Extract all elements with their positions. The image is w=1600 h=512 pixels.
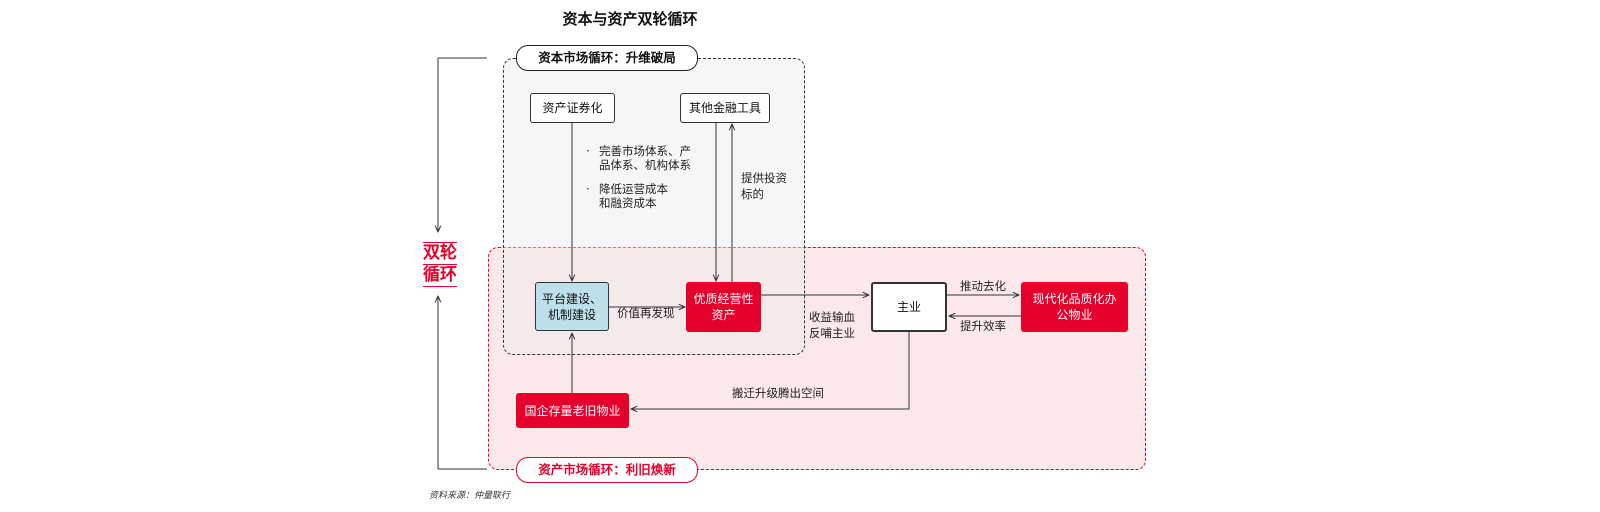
main-business-box: 主业 xyxy=(871,282,947,332)
source-note: 资料来源：仲量联行 xyxy=(429,491,511,501)
modern-office-property-label: 现代化品质化办公物业 xyxy=(1032,292,1117,322)
dual-loop-label-line-2: 循环 xyxy=(423,265,457,287)
capital-loop-bullets: 完善市场体系、产品体系、机构体系 降低运营成本和融资成本 xyxy=(586,144,695,220)
quality-operating-assets-box: 优质经营性资产 xyxy=(686,282,761,332)
platform-mechanism-label: 平台建设、机制建设 xyxy=(541,291,602,322)
diagram-title: 资本与资产双轮循环 xyxy=(562,10,698,28)
dual-loop-label: 双轮 循环 xyxy=(419,242,461,287)
quality-operating-assets-label: 优质经营性资产 xyxy=(693,292,754,322)
bullet-item: 完善市场体系、产品体系、机构体系 xyxy=(586,144,695,172)
bullet-text: 降低运营成本和融资成本 xyxy=(599,182,668,210)
promote-absorption-label: 推动去化 xyxy=(960,279,1006,293)
platform-mechanism-box: 平台建设、机制建设 xyxy=(535,282,609,331)
asset-securitization-box: 资产证券化 xyxy=(530,93,615,123)
other-financial-tools-box: 其他金融工具 xyxy=(680,93,770,123)
arrow-main-to-soe xyxy=(631,332,910,409)
bullet-item: 降低运营成本和融资成本 xyxy=(586,182,695,210)
asset-market-loop-label: 资产市场循环：利旧焕新 xyxy=(516,457,698,483)
modern-office-property-box: 现代化品质化办公物业 xyxy=(1021,282,1128,332)
dual-loop-label-line-1: 双轮 xyxy=(423,242,457,265)
bullet-text: 完善市场体系、产品体系、机构体系 xyxy=(599,144,691,172)
revenue-feedback-label: 收益输血反哺主业 xyxy=(809,310,855,340)
capital-market-loop-label: 资本市场循环：升维破局 xyxy=(516,45,698,71)
relocation-upgrade-label: 搬迁升级腾出空间 xyxy=(732,386,824,400)
provide-investment-target-label: 提供投资标的 xyxy=(741,171,787,201)
value-rediscovery-label: 价值再发现 xyxy=(617,306,675,320)
improve-efficiency-label: 提升效率 xyxy=(960,319,1006,333)
soe-old-property-box: 国企存量老旧物业 xyxy=(516,393,629,428)
